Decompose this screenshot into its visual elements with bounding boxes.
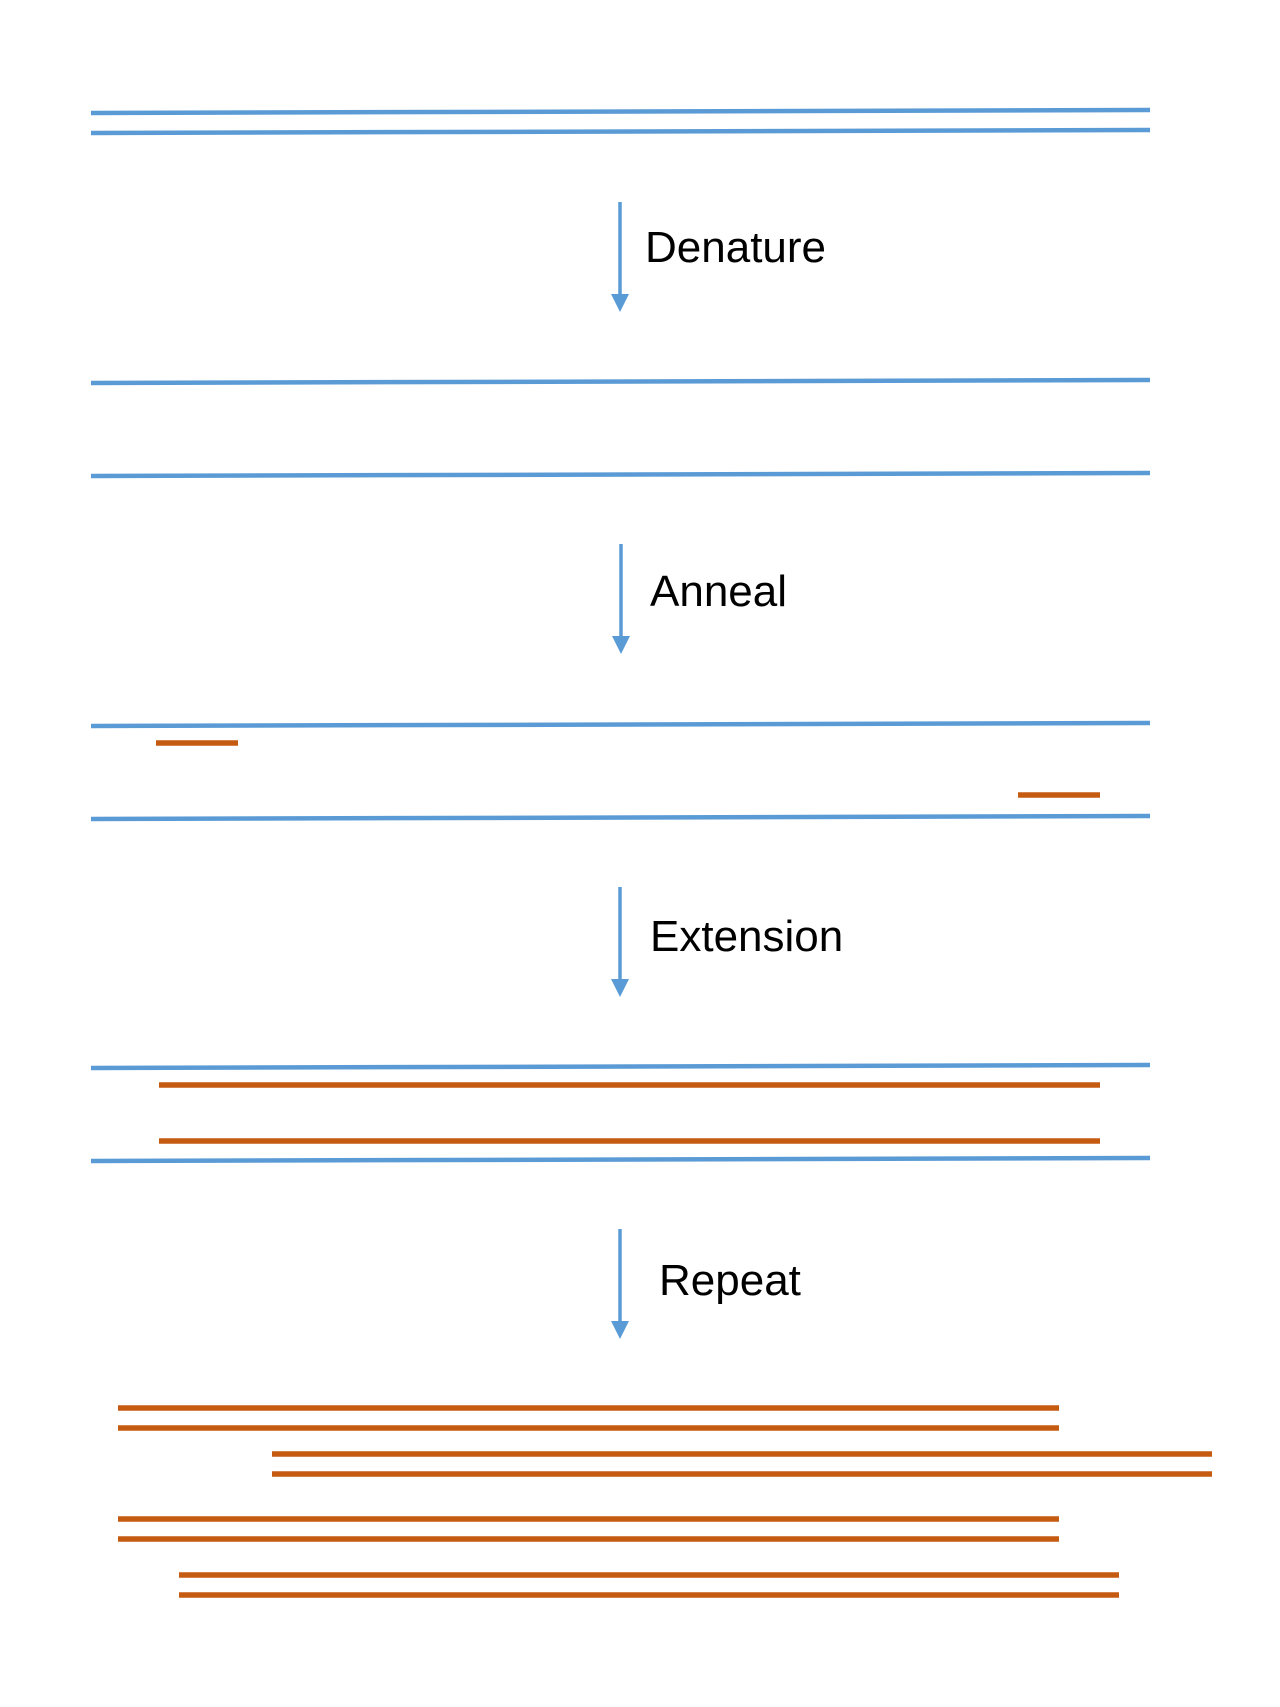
stage-primers-annealed	[90, 720, 1151, 822]
template-strand-bottom	[90, 470, 1151, 479]
template-strand-top	[90, 720, 1151, 729]
amplified-copy	[118, 1516, 1059, 1542]
down-arrow-icon	[611, 1321, 629, 1339]
stage-extended-strands	[90, 1062, 1151, 1164]
template-strand-bottom	[90, 813, 1151, 822]
step-denature: Denature	[611, 202, 826, 312]
amplified-copy	[118, 1405, 1059, 1431]
step-extension: Extension	[611, 887, 843, 997]
down-arrow-icon	[611, 979, 629, 997]
stage-separated-strands	[90, 377, 1151, 479]
template-strand-top	[90, 377, 1151, 386]
stage-double-stranded-dna	[90, 107, 1151, 136]
step-repeat: Repeat	[611, 1229, 801, 1339]
down-arrow-icon	[612, 636, 630, 654]
template-strand-bottom	[90, 1155, 1151, 1164]
template-strand-bottom	[90, 127, 1151, 136]
stage-amplified-copies	[118, 1405, 1212, 1598]
amplified-copy	[272, 1451, 1212, 1477]
template-strand-top	[90, 1062, 1151, 1071]
step-label-extension: Extension	[650, 912, 843, 961]
step-label-repeat: Repeat	[659, 1256, 801, 1305]
template-strand-top	[90, 107, 1151, 116]
down-arrow-icon	[611, 294, 629, 312]
step-label-anneal: Anneal	[650, 567, 787, 616]
step-label-denature: Denature	[645, 223, 826, 272]
amplified-copy	[179, 1572, 1119, 1598]
step-anneal: Anneal	[612, 544, 787, 654]
